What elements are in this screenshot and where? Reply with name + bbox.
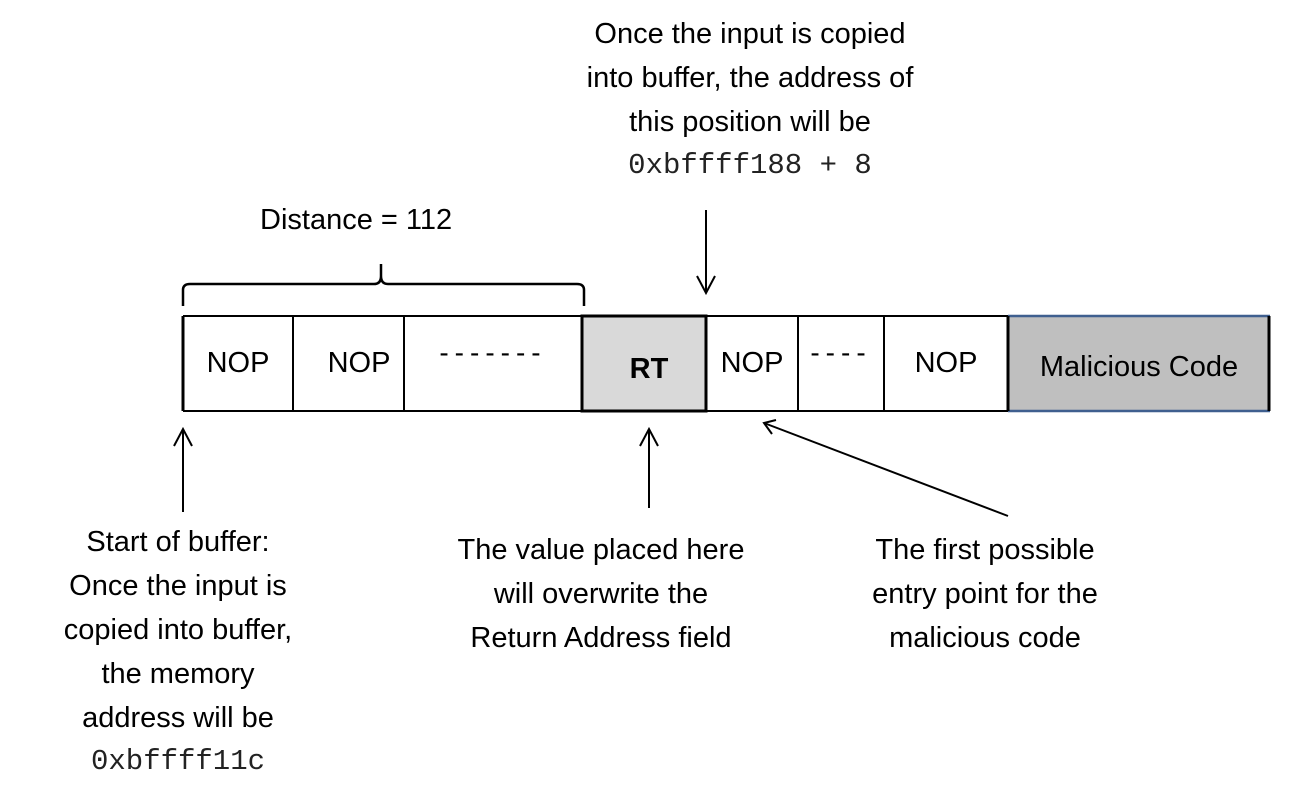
left-annotation-line4: the memory [101, 658, 255, 690]
dashes-cell-1: ------- [439, 336, 547, 368]
diagonal-arrow-head [762, 419, 777, 435]
right-annotation: The first possible entry point for the m… [820, 528, 1150, 660]
distance-brace [181, 264, 586, 306]
top-annotation-address: 0xbffff188 + 8 [628, 149, 872, 182]
diagonal-arrow-shaft [763, 422, 1009, 517]
rt-cell: RT [629, 353, 669, 385]
nop-cell-4: NOP [914, 347, 978, 379]
middle-annotation: The value placed here will overwrite the… [420, 528, 782, 660]
distance-label: Distance = 112 [260, 204, 453, 236]
middle-arrow-head [639, 426, 659, 447]
nop-cell-1: NOP [206, 347, 270, 379]
right-annotation-line1: The first possible [875, 534, 1095, 566]
left-arrow-head [173, 426, 193, 447]
middle-annotation-line3: Return Address field [470, 622, 732, 654]
middle-annotation-line1: The value placed here [457, 534, 745, 566]
nop-cell-3: NOP [720, 347, 784, 379]
top-arrow-head [696, 275, 716, 296]
left-annotation-line5: address will be [82, 702, 274, 734]
rt-cell-border [580, 314, 708, 413]
top-annotation-line2: into buffer, the address of [586, 62, 914, 94]
rt-cell-fill [582, 316, 706, 411]
top-annotation-line3: this position will be [629, 106, 871, 138]
nop-cell-2: NOP [327, 347, 391, 379]
dashes-cell-2: ---- [810, 336, 872, 368]
top-annotation: Once the input is copied into buffer, th… [520, 12, 980, 188]
malicious-code-cell: Malicious Code [1039, 351, 1239, 383]
left-annotation-line3: copied into buffer, [63, 614, 293, 646]
malicious-cell-fill [1008, 316, 1270, 411]
middle-annotation-line2: will overwrite the [493, 578, 709, 610]
left-annotation-address: 0xbffff11c [90, 745, 266, 778]
right-annotation-line3: malicious code [889, 622, 1081, 654]
left-annotation: Start of buffer: Once the input is copie… [18, 520, 338, 784]
left-annotation-line1: Start of buffer: [86, 526, 270, 558]
left-annotation-line2: Once the input is [69, 570, 287, 602]
right-annotation-line2: entry point for the [872, 578, 1098, 610]
top-annotation-line1: Once the input is copied [594, 18, 906, 50]
